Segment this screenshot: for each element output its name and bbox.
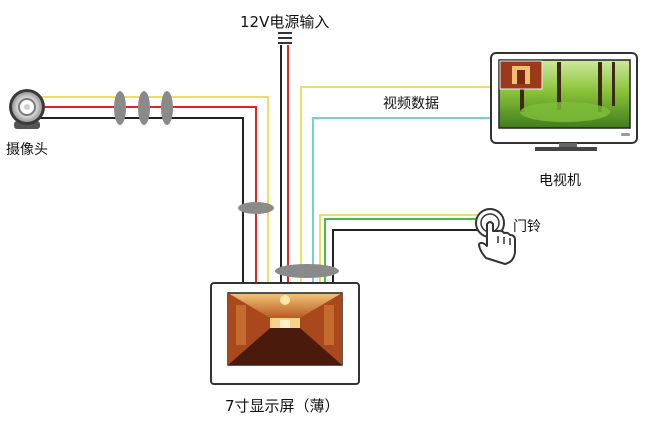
webcam-icon <box>9 89 45 129</box>
power-cable <box>280 45 289 285</box>
monitor-icon <box>210 282 360 385</box>
wire-black-doorbell <box>332 229 480 285</box>
video-cable <box>300 86 498 285</box>
cable-tie-5 <box>275 264 339 278</box>
power-input-label: 12V电源输入 <box>240 13 330 31</box>
video-data-label: 视频数据 <box>383 96 439 112</box>
cable-ties <box>114 91 339 278</box>
wire-black-camera <box>36 117 244 285</box>
tv-label: 电视机 <box>539 173 581 189</box>
cable-tie-2 <box>138 91 150 125</box>
cable-tie-3 <box>161 91 173 125</box>
wire-yellow-camera <box>36 96 269 285</box>
wire-yellow-doorbell <box>319 214 480 285</box>
wire-cyan-video <box>312 117 498 285</box>
camera-cable <box>36 96 269 285</box>
wire-yellow-video <box>300 86 498 285</box>
cable-tie-1 <box>114 91 126 125</box>
cable-tie-4 <box>238 202 274 214</box>
display-label: 7寸显示屏（薄） <box>225 397 340 415</box>
press-button-icon <box>475 208 516 265</box>
power-plug-icon <box>278 32 292 44</box>
wire-red-camera <box>36 106 257 285</box>
television-icon <box>490 52 638 151</box>
wire-green-doorbell <box>324 218 480 285</box>
camera-label: 摄像头 <box>6 142 48 158</box>
doorbell-cable <box>319 214 480 285</box>
doorbell-label: 门铃 <box>513 219 541 235</box>
